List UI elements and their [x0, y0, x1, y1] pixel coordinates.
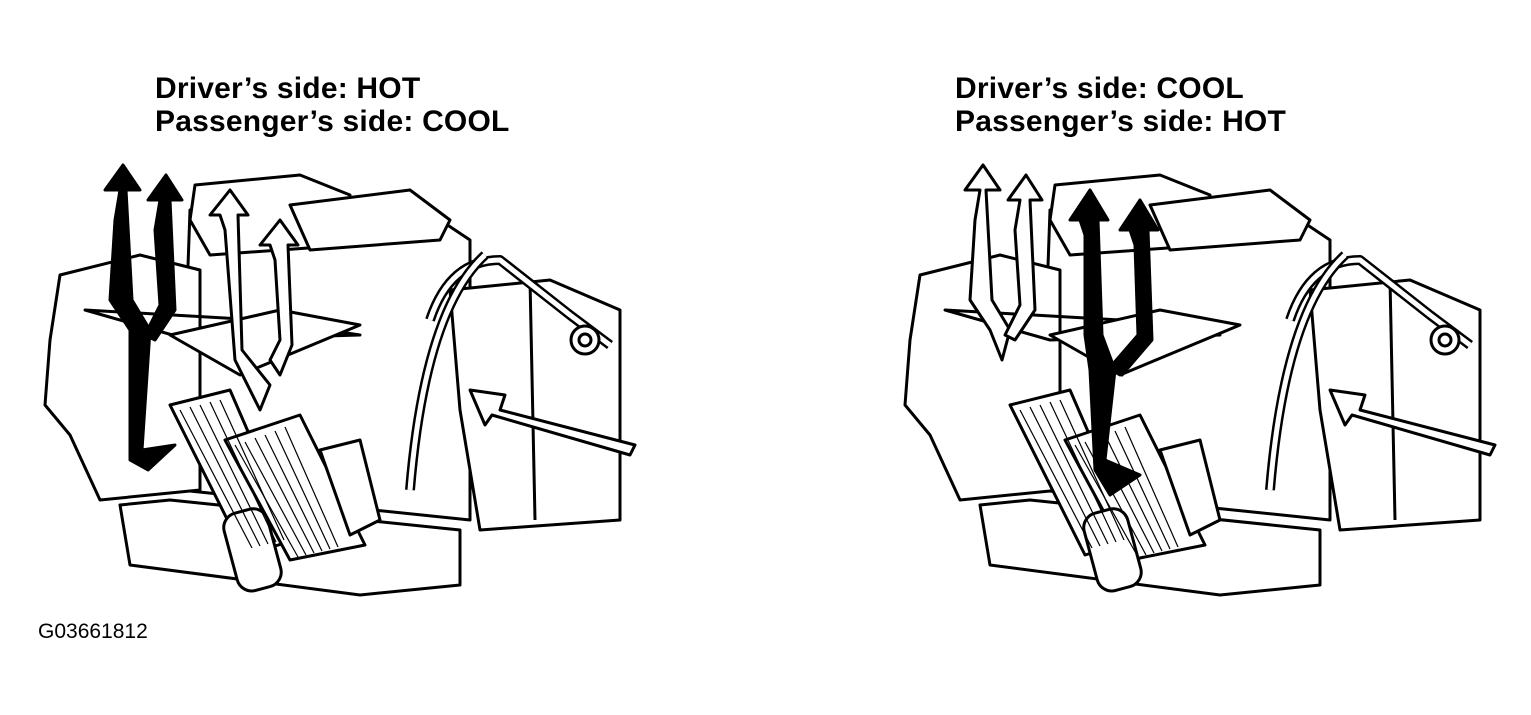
right-passenger-label: Passenger’s side: HOT [955, 105, 1286, 138]
top-duct-right [1148, 188, 1312, 252]
passenger-airflow-arrows [208, 188, 300, 412]
left-driver-label: Driver’s side: HOT [155, 72, 421, 105]
right-driver-label: Driver’s side: COOL [955, 72, 1244, 105]
passenger-arrow-2 [258, 218, 300, 377]
left-heater-unit-drawing [43, 163, 637, 597]
driver-airflow-arrows [103, 163, 184, 472]
figure-code: G03661812 [38, 620, 148, 643]
driver-arrow-2 [143, 173, 184, 342]
intake-arrow [468, 388, 637, 457]
left-panel-caption: Driver’s side: HOT Passenger’s side: COO… [155, 72, 510, 138]
top-duct-right [288, 188, 452, 252]
passenger-airflow-arrows [1068, 188, 1160, 497]
driver-airflow-arrows [963, 163, 1044, 362]
right-heater-unit-figure [890, 160, 1510, 610]
side-duct [318, 438, 382, 537]
driver-arrow-1 [963, 163, 1012, 362]
left-passenger-label: Passenger’s side: COOL [155, 105, 510, 138]
passenger-arrow-2 [1110, 198, 1160, 377]
right-heater-unit-drawing [903, 163, 1497, 597]
side-duct [1158, 438, 1222, 537]
passenger-arrow-1 [208, 188, 272, 412]
right-panel-caption: Driver’s side: COOL Passenger’s side: HO… [955, 72, 1286, 138]
driver-arrow-2 [1003, 173, 1044, 342]
intake-arrow [1328, 388, 1497, 457]
left-heater-unit-figure [30, 160, 650, 610]
